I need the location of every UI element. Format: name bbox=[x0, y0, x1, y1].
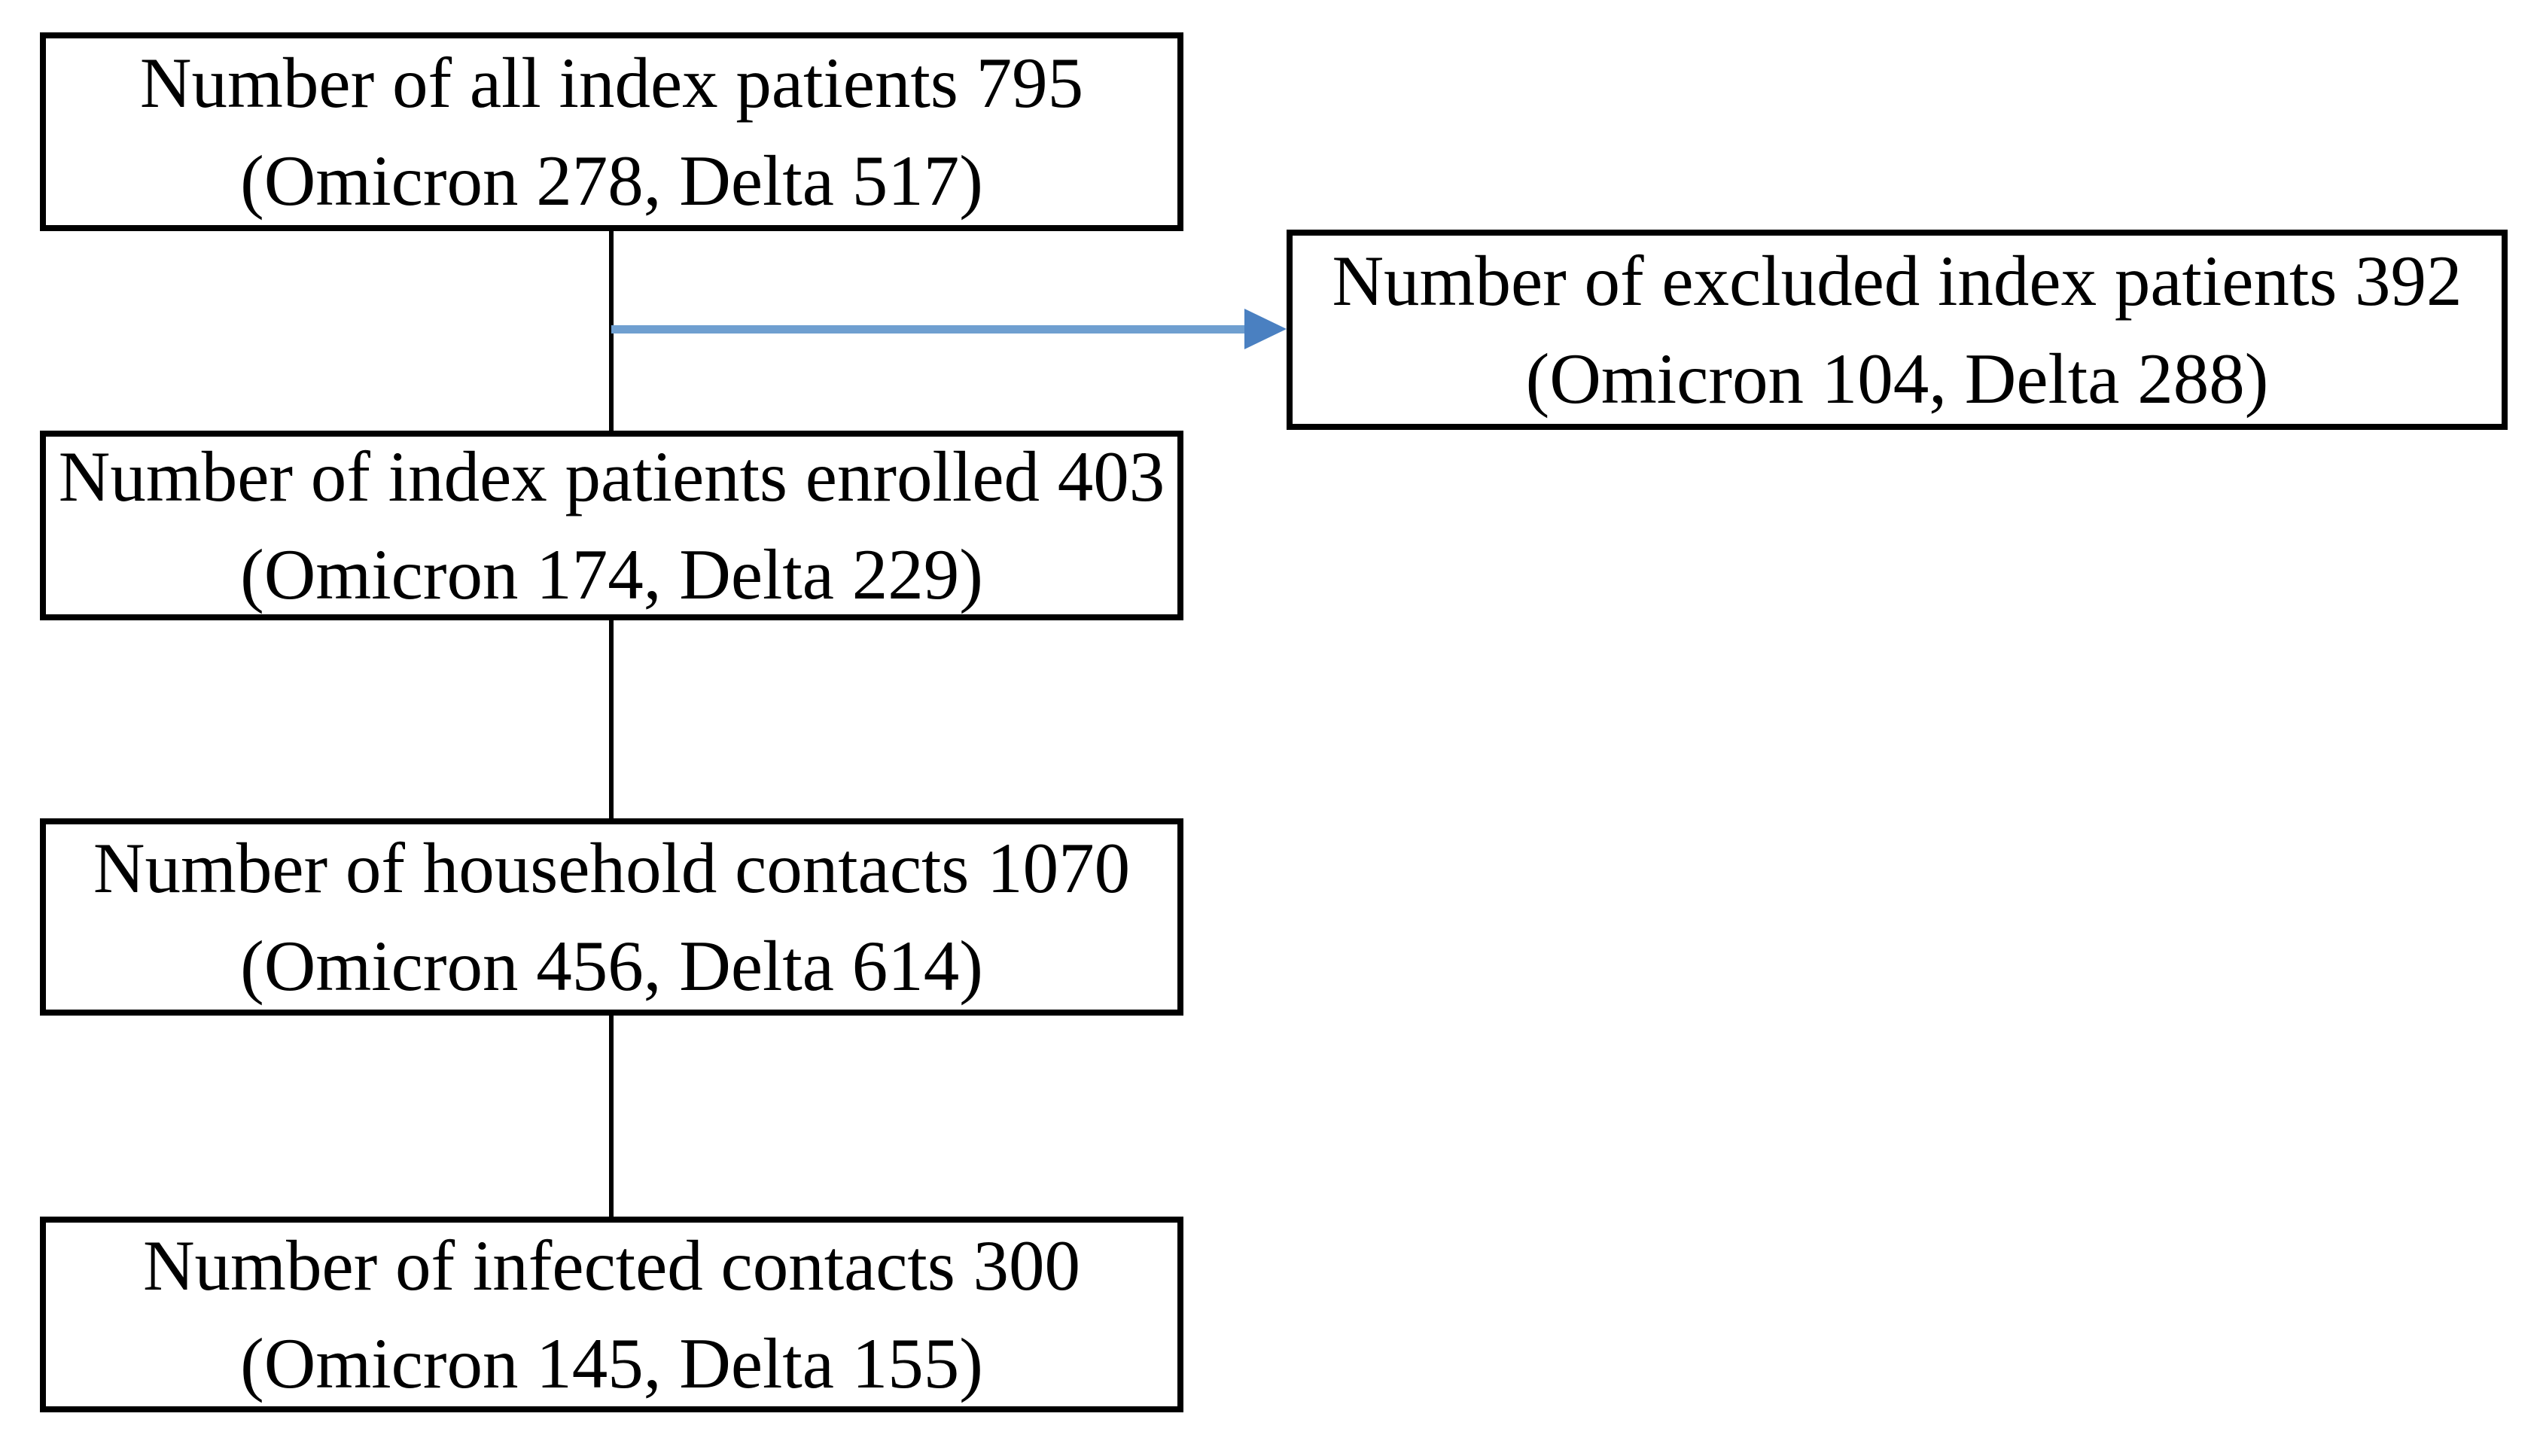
node-all-index-line1: Number of all index patients 795 bbox=[139, 43, 1084, 123]
node-infected-contacts: Number of infected contacts 300 (Omicron… bbox=[40, 1217, 1183, 1412]
node-infected-line1: Number of infected contacts 300 bbox=[142, 1226, 1081, 1305]
node-excluded-index-patients: Number of excluded index patients 392 (O… bbox=[1287, 230, 2508, 430]
node-household-contacts: Number of household contacts 1070 (Omicr… bbox=[40, 818, 1183, 1016]
excluded-arrow-shaft bbox=[611, 325, 1247, 334]
node-enrolled-index-patients: Number of index patients enrolled 403 (O… bbox=[40, 431, 1183, 620]
node-infected-line2: (Omicron 145, Delta 155) bbox=[240, 1323, 983, 1403]
node-all-index-patients: Number of all index patients 795 (Omicro… bbox=[40, 32, 1183, 231]
excluded-arrow-head-icon bbox=[1244, 309, 1287, 349]
node-enrolled-line1: Number of index patients enrolled 403 bbox=[58, 437, 1165, 516]
connector-enrolled-to-household bbox=[609, 620, 614, 818]
node-excluded-line2: (Omicron 104, Delta 288) bbox=[1525, 339, 2269, 419]
node-household-line2: (Omicron 456, Delta 614) bbox=[240, 926, 983, 1006]
node-enrolled-line2: (Omicron 174, Delta 229) bbox=[240, 535, 983, 614]
node-household-line1: Number of household contacts 1070 bbox=[93, 828, 1131, 908]
node-excluded-line1: Number of excluded index patients 392 bbox=[1332, 241, 2462, 321]
connector-household-to-infected bbox=[609, 1016, 614, 1217]
node-all-index-line2: (Omicron 278, Delta 517) bbox=[240, 141, 983, 221]
